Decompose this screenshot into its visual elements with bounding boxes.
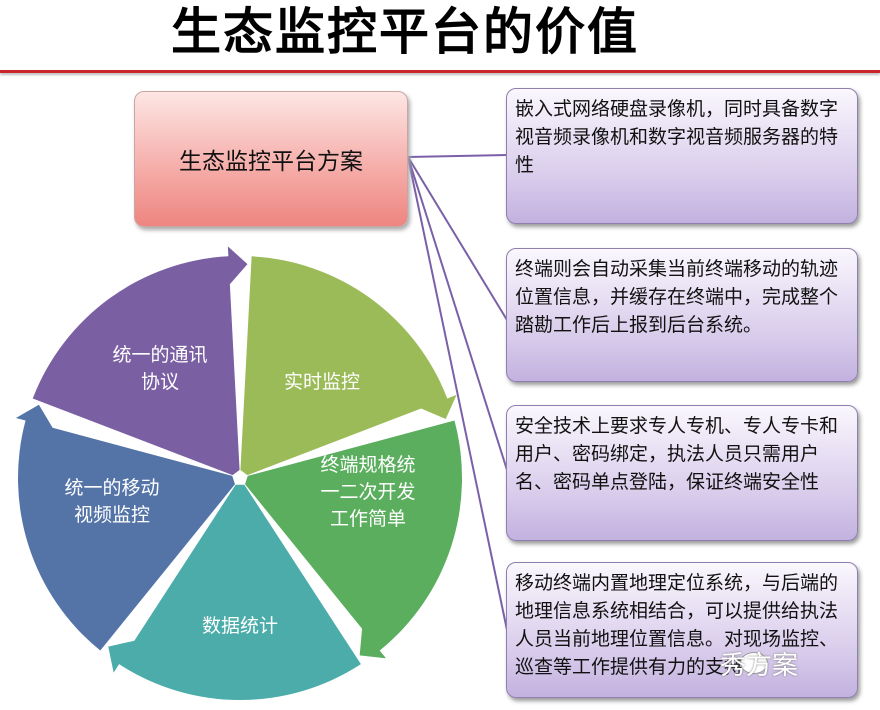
cycle-label: 视频监控	[74, 504, 150, 526]
feature-box-2: 终端则会自动采集当前终端移动的轨迹位置信息，并缓存在终端中，完成整个踏勘工作后上…	[506, 248, 858, 382]
connector-line-1	[407, 154, 508, 158]
cycle-label: 数据统计	[202, 615, 278, 637]
cycle-segment-5	[32, 246, 248, 476]
cycle-segment-4	[15, 404, 235, 651]
connector-line-4	[407, 156, 508, 631]
connector-line-3	[407, 156, 508, 471]
cycle-label: 协议	[141, 371, 179, 393]
watermark: 秀方案	[720, 651, 799, 681]
cycle-label: 实时监控	[284, 371, 360, 393]
feature-box-1: 嵌入式网络硬盘录像机，同时具备数字视音频录像机和数字视音频服务器的特性	[506, 88, 858, 224]
connector-line-2	[407, 156, 508, 321]
feature-box-4: 移动终端内置地理定位系统，与后端的地理信息系统相结合，可以提供给执法人员当前地理…	[506, 562, 858, 698]
cycle-segment-2	[245, 420, 463, 659]
page-title: 生态监控平台的价值	[171, 3, 639, 61]
cycle-label: 终端规格统	[320, 454, 415, 476]
cycle-label: 统一的移动	[64, 477, 159, 499]
title-divider	[0, 70, 880, 73]
cycle-label: 一二次开发	[320, 481, 415, 503]
cycle-label: 工作简单	[330, 508, 406, 530]
cycle-label: 统一的通讯	[112, 344, 207, 366]
wechat-icon	[740, 652, 768, 674]
platform-solution-box: 生态监控平台方案	[134, 91, 408, 227]
cycle-segment-3	[108, 484, 361, 701]
feature-box-3: 安全技术上要求专人专机、专人专卡和用户、密码绑定，执法人员只需用户名、密码单点登…	[506, 405, 858, 541]
cycle-segment-1	[240, 256, 457, 476]
